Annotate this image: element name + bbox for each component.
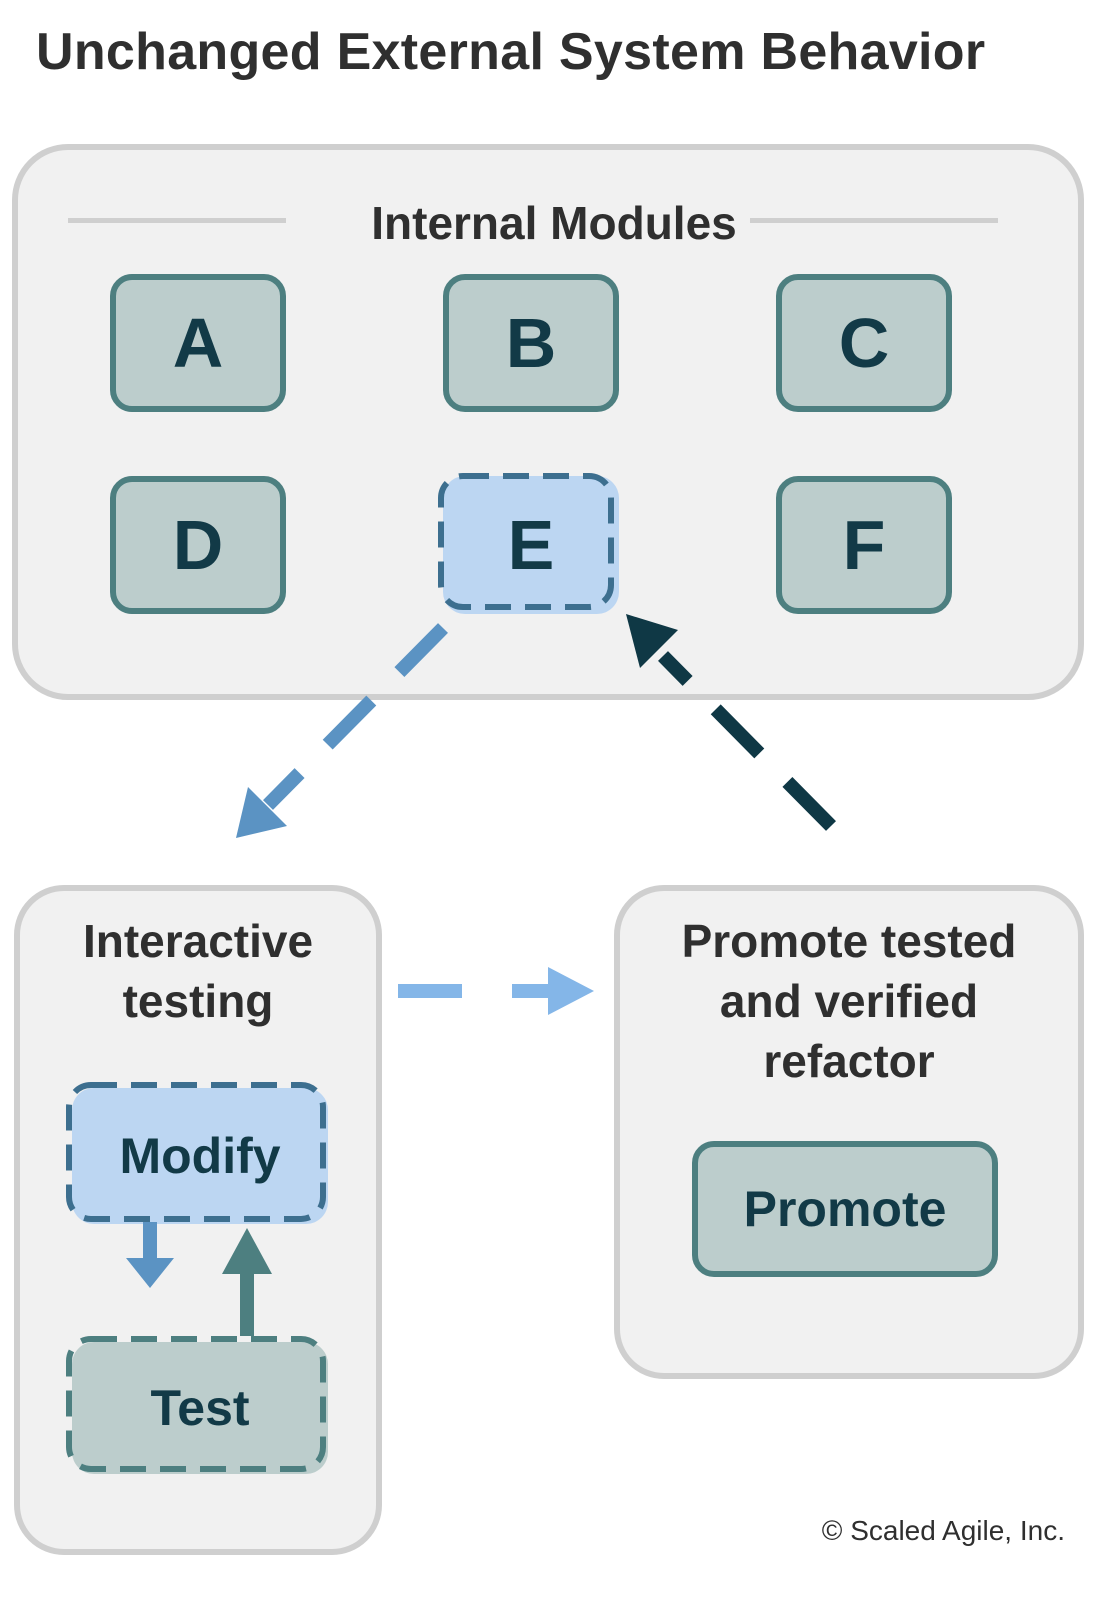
- promote-title-line1: Promote tested: [681, 915, 1017, 967]
- promote-title-line3: refactor: [763, 1035, 935, 1087]
- promote-box: Promote: [692, 1141, 998, 1277]
- internal-modules-panel: Internal Modules A B C D E F: [12, 144, 1084, 700]
- arrow-testing-to-promote: [398, 967, 594, 1015]
- arrow-promote-to-e: [626, 614, 836, 831]
- title-rule-left: [68, 218, 286, 223]
- module-d: D: [110, 476, 286, 614]
- module-e-dashed-border: [438, 473, 614, 610]
- copyright-text: © Scaled Agile, Inc.: [821, 1515, 1065, 1546]
- interactive-testing-title-line1: Interactive: [82, 915, 314, 967]
- test-dashed-border: [66, 1336, 326, 1472]
- module-f: F: [776, 476, 952, 614]
- module-b: B: [443, 274, 619, 412]
- arrow-e-to-testing: [236, 623, 448, 838]
- module-e-selected: E: [443, 476, 619, 614]
- module-c: C: [776, 274, 952, 412]
- interactive-testing-title-line2: testing: [122, 975, 274, 1027]
- modify-box: Modify: [72, 1088, 328, 1224]
- modify-dashed-border: [66, 1082, 326, 1222]
- module-a: A: [110, 274, 286, 412]
- test-box: Test: [72, 1342, 328, 1474]
- arrow-modify-to-test: [126, 1222, 174, 1288]
- title-rule-right: [750, 218, 998, 223]
- promote-panel: Promote tested and verified refactor Pro…: [614, 885, 1084, 1379]
- promote-title-line2: and verified: [719, 975, 979, 1027]
- arrow-test-to-modify: [222, 1228, 272, 1336]
- internal-modules-title: Internal Modules: [371, 197, 737, 249]
- diagram-title: Unchanged External System Behavior: [36, 23, 986, 81]
